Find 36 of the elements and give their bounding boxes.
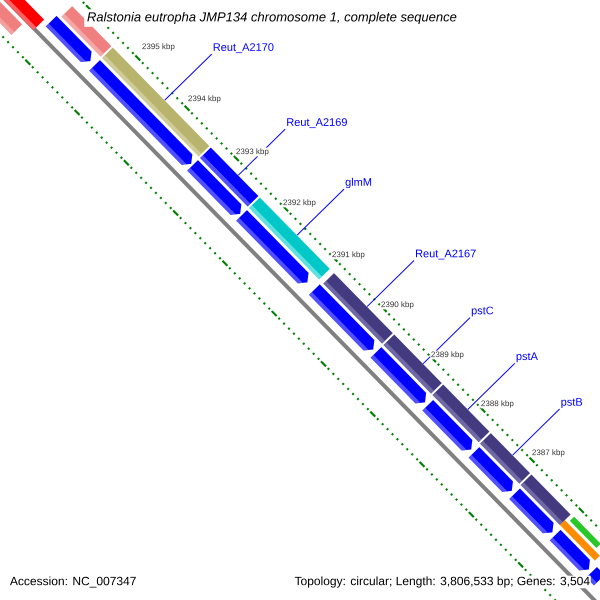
gene-bar <box>422 400 472 450</box>
title: Ralstonia eutropha JMP134 chromosome 1, complete sequence <box>84 9 460 27</box>
gene-label: Reut_A2167 <box>416 250 476 260</box>
gene-bar <box>560 520 600 561</box>
gene-bar <box>236 210 309 284</box>
gene-label: Reut_A2169 <box>287 118 347 128</box>
scale-label: 2389 kbp <box>430 350 465 360</box>
gene-bar <box>0 0 22 35</box>
gene-label: pstC <box>472 306 494 317</box>
leader-line <box>366 260 415 308</box>
scale-label: 2390 kbp <box>380 300 415 310</box>
gene-bar <box>370 347 426 404</box>
scale-label: 2388 kbp <box>480 400 515 408</box>
gene-bar <box>309 284 374 350</box>
gene-label: glmM <box>346 178 372 188</box>
leader-line <box>296 188 345 236</box>
scale-label: 2394 kbp <box>187 94 222 104</box>
gene-label: Reut_A2170 <box>214 43 274 54</box>
scale-label: 2392 kbp <box>282 198 317 208</box>
leader-line <box>512 408 560 456</box>
accession-text: Accession: NC_007347 <box>9 576 138 588</box>
gene-bar <box>570 516 600 548</box>
scale-label: 2393 kbp <box>235 148 270 156</box>
scale-label: 2391 kbp <box>331 250 366 260</box>
scale-label: 2387 kbp <box>531 448 566 458</box>
gene-bar <box>468 447 513 492</box>
leader-line <box>422 317 471 364</box>
gene-bar <box>509 488 554 534</box>
gene-bar <box>550 530 590 570</box>
gene-bar <box>187 160 242 215</box>
summary-text: Topology: circular; Length: 3,806,533 bp; Genes: 3,504 <box>294 576 591 588</box>
gene-label: pstA <box>516 352 538 362</box>
leader-line <box>164 54 212 101</box>
leader-line <box>467 362 516 410</box>
scale-label: 2395 kbp <box>141 42 176 52</box>
gene-label: pstB <box>561 398 582 408</box>
